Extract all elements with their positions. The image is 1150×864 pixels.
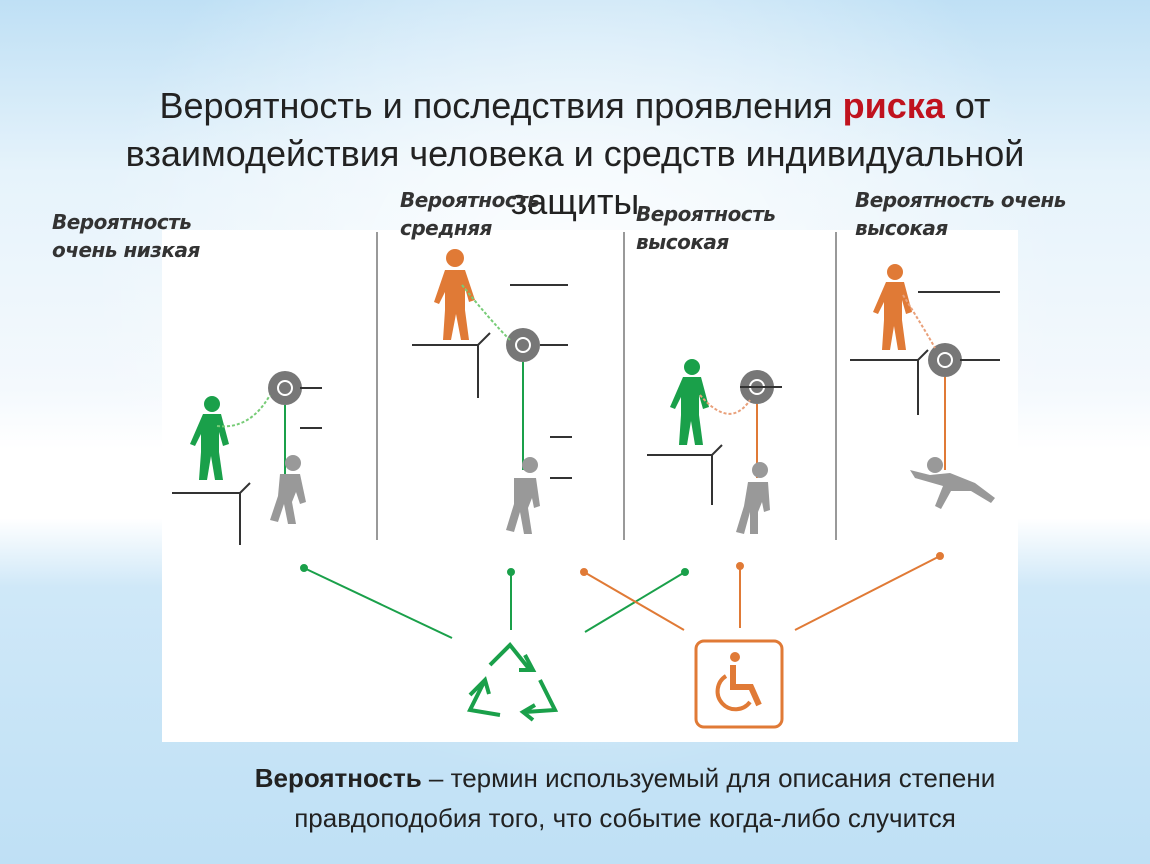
- anchor-device: [268, 371, 302, 405]
- risk-highlight: риска: [842, 85, 945, 126]
- falling-figure: [910, 457, 995, 509]
- column-dividers: [376, 232, 837, 540]
- wheelchair-icon: [694, 639, 784, 729]
- diagram-panel: [162, 230, 1018, 742]
- probability-definition: Вероятность – термин используемый для оп…: [254, 763, 996, 833]
- scene-high: [647, 359, 782, 534]
- worker-figure: [873, 264, 912, 350]
- scene-very-low: [172, 371, 322, 545]
- outcome-arrows: [300, 552, 944, 639]
- recycle-icon: [467, 642, 559, 722]
- label-high: Вероятность высокая: [636, 202, 776, 254]
- anchor-device: [928, 343, 962, 377]
- label-very-high: Вероятность очень высокая: [855, 188, 1066, 240]
- worker-figure: [190, 396, 229, 480]
- falling-figure: [736, 462, 770, 534]
- scene-medium: [412, 249, 572, 534]
- label-very-low: Вероятность очень низкая: [52, 210, 200, 262]
- scene-very-high: [850, 264, 1000, 509]
- worker-figure: [434, 249, 475, 340]
- falling-figure: [506, 457, 540, 534]
- slide-title: Вероятность и последствия проявления рис…: [125, 85, 1025, 222]
- falling-figure: [270, 455, 306, 524]
- anchor-device: [506, 328, 540, 362]
- label-medium: Вероятность средняя: [400, 188, 540, 240]
- worker-figure: [670, 359, 709, 445]
